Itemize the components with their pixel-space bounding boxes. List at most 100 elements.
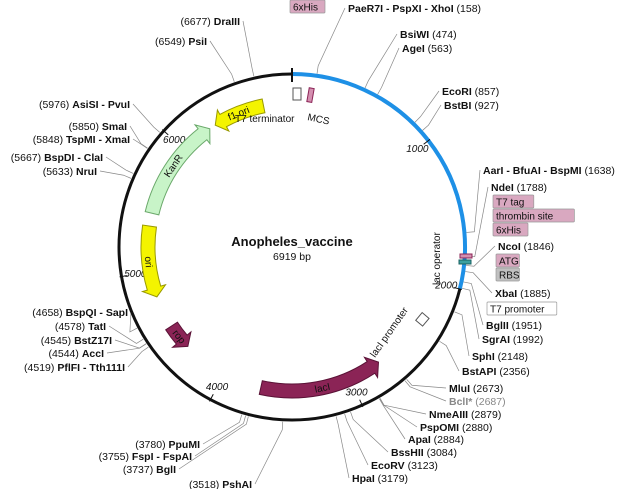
tick-mark-3000 [359,399,364,408]
leader-left-14 [178,416,249,470]
leader-lines [99,7,496,485]
site-label-right-27: HpaI (3179) [352,473,408,485]
tick-mark-5000 [119,275,128,278]
leader-right-1 [316,7,346,74]
site-label-left-11: (4519) PflFI - Tth111I [24,362,125,374]
site-label-right-25: BssHII (3084) [391,447,457,459]
mcs-marker [306,87,315,103]
tag-box-13 [495,267,520,282]
leader-right-24 [379,398,406,440]
tick-mark-2000 [453,287,462,291]
tag-box-0 [289,0,326,14]
tick-label-6000: 6000 [163,135,186,146]
tick-label-3000: 3000 [345,387,368,398]
tick-label-4000: 4000 [206,382,229,393]
site-label-left-0: (6677) DraIII [180,16,240,28]
leader-right-16 [463,281,484,326]
site-label-left-2: (5976) AsiSI - PvuI [39,99,130,111]
tag-label-10: 6xHis [496,226,521,237]
feature-laci [258,356,380,399]
leader-left-5 [105,156,134,174]
t7-terminator-marker [292,87,302,101]
leader-right-23 [379,398,418,428]
tick-label-5000: 5000 [124,269,147,280]
site-label-right-22: NmeAIII (2879) [429,409,501,421]
site-label-left-6: (5633) NruI [43,166,97,178]
rbs-marker [458,259,472,265]
site-label-right-17: SgrAI (1992) [482,334,543,346]
leader-right-26 [344,413,369,466]
site-label-right-11: NcoI (1846) [498,241,554,253]
site-label-right-1: PaeR7I - PspXI - XhoI (158) [348,3,481,15]
site-label-right-24: ApaI (2884) [408,434,464,446]
leader-right-11 [465,245,496,267]
lac-operator-label: lac operator [432,232,443,285]
leader-right-20 [406,379,447,389]
feature-ori [140,224,167,298]
tag-box-10 [492,222,529,237]
leader-left-13 [194,415,246,457]
tag-label-8: T7 tag [496,198,524,209]
leader-left-3 [129,125,148,149]
site-label-left-4: (5848) TspMI - XmaI [33,134,130,146]
tag-box-9 [492,208,575,223]
leader-right-5 [422,104,442,131]
site-label-right-14: XbaI (1885) [495,288,550,300]
leader-right-25 [350,411,389,453]
site-label-right-4: EcoRI (857) [442,86,499,98]
t7-terminator-label: T7 terminator [235,114,295,125]
site-label-left-7: (4658) BspQI - SapI [32,307,128,319]
site-label-left-13: (3755) FspI - FspAI [99,451,192,463]
tag-label-12: ATG [499,257,519,268]
tick-label-2000: 2000 [434,281,458,292]
leader-left-1 [209,40,235,82]
map-title: Anopheles_vaccine [231,234,352,249]
leader-right-3 [377,47,400,95]
site-label-left-12: (3780) PpuMI [135,439,200,451]
leader-right-27 [335,416,350,479]
mcs-label: MCS [306,112,330,127]
leader-left-4 [132,138,148,149]
leader-left-8 [108,325,144,344]
feature-label-laci: lacI [314,382,332,396]
site-label-left-14: (3737) BglI [123,464,176,476]
leader-left-6 [99,170,132,179]
leader-right-18 [454,311,470,357]
tick-mark-4000 [209,394,214,402]
site-label-left-8: (4578) TatI [55,321,106,333]
site-labels-right: 6xHis PaeR7I - PspXI - XhoI (158) BsiWI (4… [289,0,615,485]
site-label-right-2: BsiWI (474) [400,29,457,41]
tag-box-15 [486,301,558,316]
leader-left-11 [127,346,149,368]
leader-left-7 [129,311,138,333]
site-label-right-20: MluI (2673) [449,383,503,395]
site-label-right-18: SphI (2148) [472,351,528,363]
site-label-left-1: (6549) PsiI [155,36,207,48]
site-label-right-21: BclI* (2687) [449,396,506,408]
feature-rop [165,321,192,348]
leader-right-17 [461,287,480,340]
leader-left-12 [202,414,243,445]
his-tag-marker [459,253,473,259]
site-label-right-16: BglII (1951) [486,320,542,332]
tag-label-13: RBS [499,271,520,282]
laci-promoter-label: lacI promoter [368,305,411,360]
leader-left-10 [106,343,147,354]
leader-right-2 [364,33,398,89]
leader-left-2 [132,103,161,133]
site-label-left-15: (3518) PshAI [189,479,252,489]
site-label-right-23: PspOMI (2880) [420,422,492,434]
feature-kanr [144,123,211,216]
site-label-left-10: (4544) AccI [49,348,105,360]
site-label-right-6: AarI - BfuAI - BspMI (1638) [483,165,615,177]
site-label-right-5: BstBI (927) [444,100,499,112]
leader-right-6 [466,169,481,233]
tag-box-12 [495,253,520,268]
leader-right-19 [439,340,460,372]
site-labels-left: (6677) DraIII (6549) PsiI (5976) AsiSI - P… [11,16,252,489]
leader-right-4 [414,90,440,123]
leader-right-21 [404,380,447,402]
